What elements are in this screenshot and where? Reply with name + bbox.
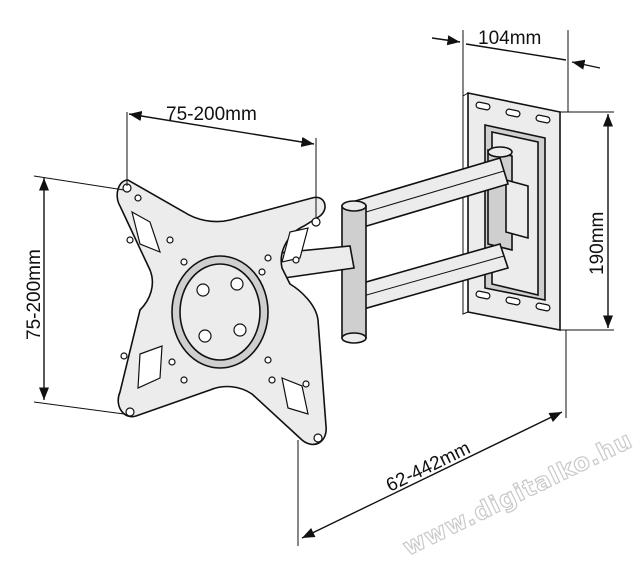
vesa-vertical-label: 75-200mm <box>24 249 45 340</box>
depth-label: 104mm <box>478 28 541 49</box>
dimension-plate-height: 190mm <box>560 111 614 331</box>
wall-plate <box>462 92 561 331</box>
watermark-text: www.digitalko.hu <box>398 426 637 562</box>
dimension-vesa-vertical: 75-200mm <box>24 175 125 415</box>
wall-plate-slots <box>475 101 551 312</box>
dimension-depth: 104mm <box>431 28 601 112</box>
vesa-horizontal-label: 75-200mm <box>166 104 257 125</box>
dimension-vesa-horizontal: 75-200mm <box>126 104 317 218</box>
extension-label: 62-442mm <box>383 438 474 497</box>
swing-arms <box>267 157 510 344</box>
dimension-extension: 62-442mm <box>297 330 567 546</box>
plate-height-label: 190mm <box>587 212 608 275</box>
vesa-plate <box>116 179 327 446</box>
